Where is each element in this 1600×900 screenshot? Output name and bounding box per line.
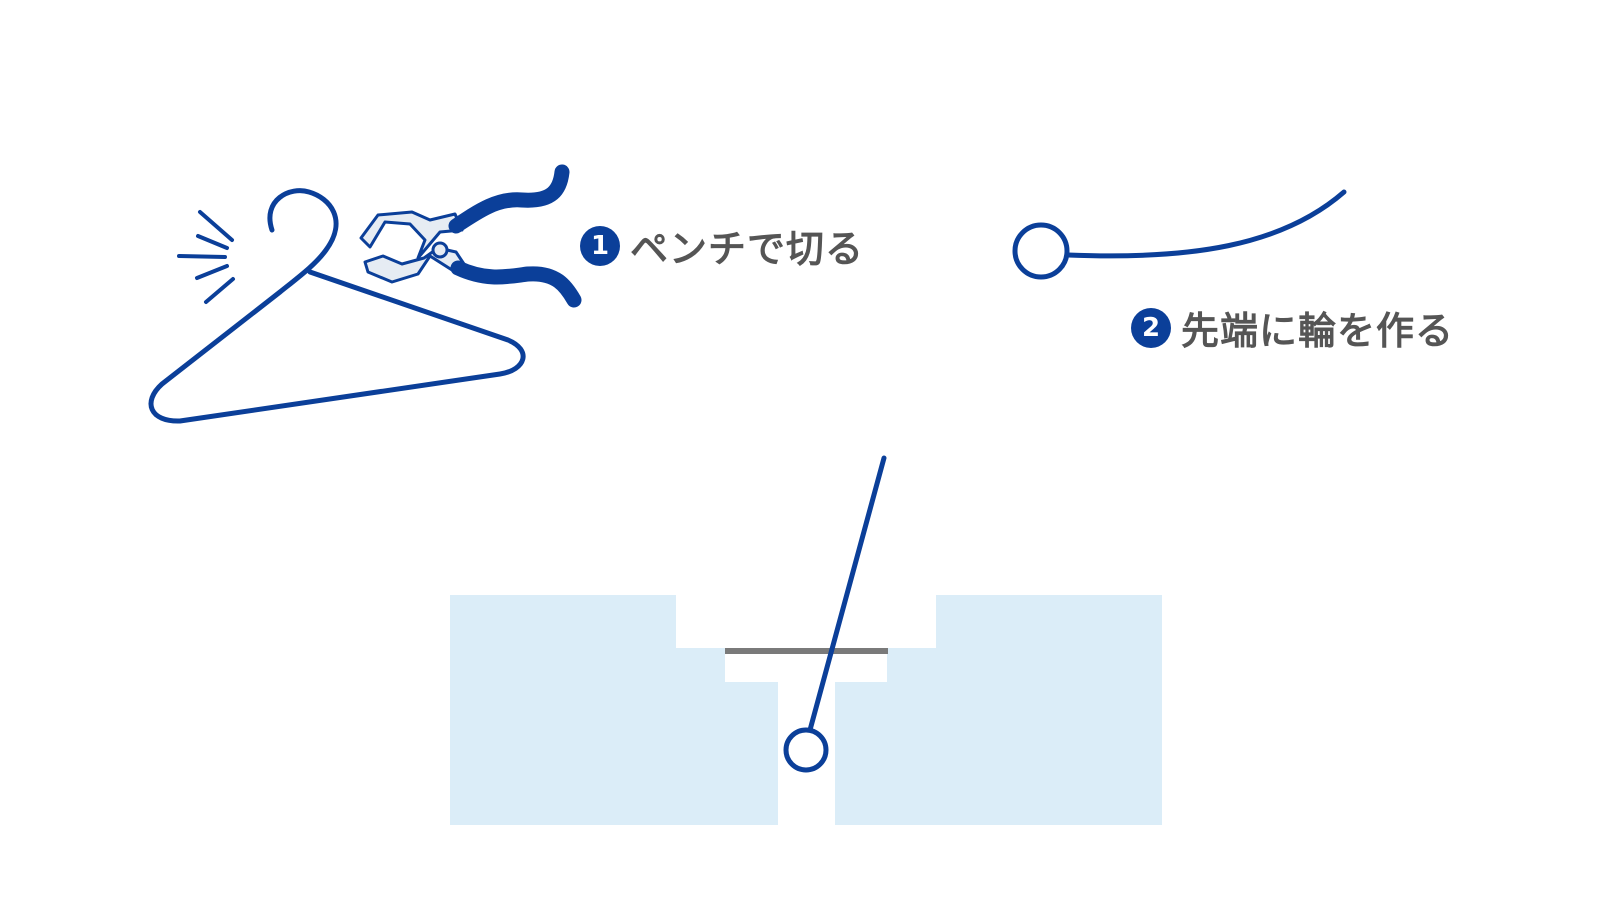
step-1-number-badge: 1 [580, 225, 620, 266]
step-1-label: 1 ペンチで切る [580, 218, 864, 273]
right-block [835, 595, 1162, 825]
left-block [450, 595, 778, 825]
wire-loop-icon [1012, 189, 1347, 280]
step-2-label: 2 先端に輪を作る [1131, 300, 1454, 355]
hanger-icon [148, 188, 526, 424]
snip-motion-lines-icon [177, 210, 235, 304]
step-2-number-badge: 2 [1131, 307, 1171, 348]
pliers-icon [359, 164, 582, 308]
gap-cross-section [450, 455, 1162, 825]
step-2-text: 先端に輪を作る [1181, 309, 1455, 353]
hook-loop [783, 727, 829, 773]
hook-wire [807, 455, 887, 733]
step-1-text: ペンチで切る [630, 227, 865, 271]
